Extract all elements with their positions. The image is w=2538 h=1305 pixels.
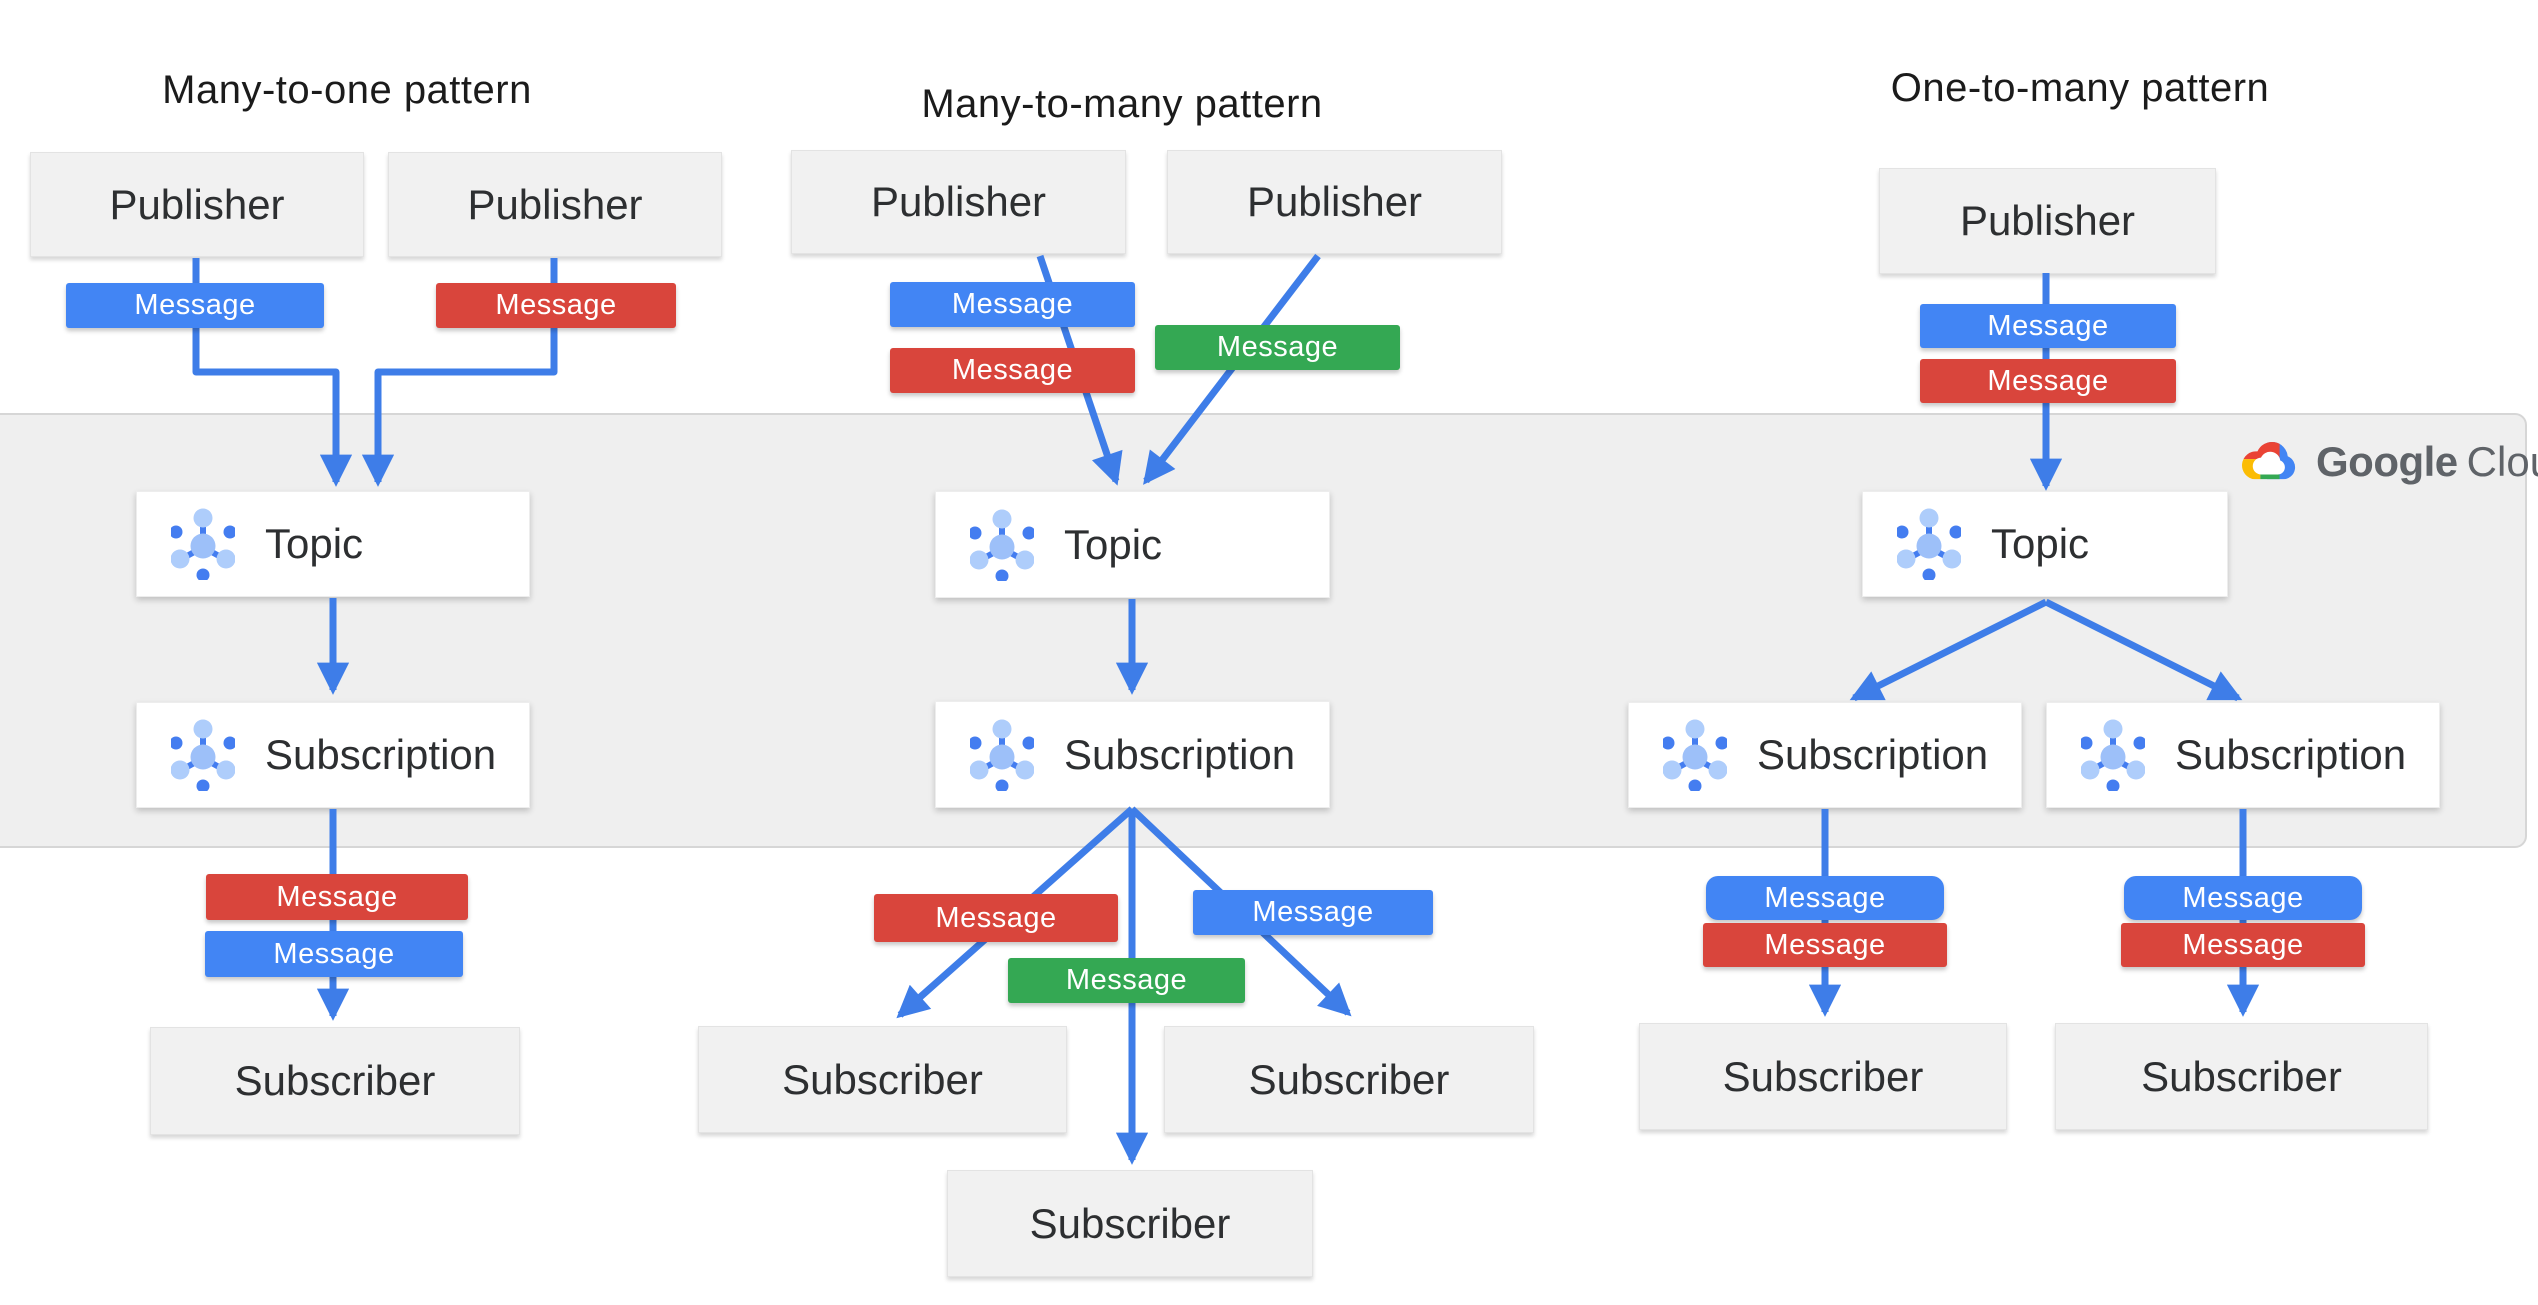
publisher-box: Publisher	[30, 152, 364, 257]
subscription-box: Subscription	[136, 702, 530, 808]
topic-label: Topic	[1991, 520, 2090, 567]
subscription-label: Subscription	[1757, 731, 1989, 778]
subscription-label: Subscription	[265, 731, 497, 778]
publisher-label: Publisher	[467, 180, 643, 228]
pubsub-subscription-icon	[970, 719, 1034, 791]
pubsub-topic-icon	[970, 509, 1034, 581]
topic-label: Topic	[265, 520, 364, 567]
pubsub-topic-icon	[171, 508, 235, 580]
message-badge-red: Message	[874, 894, 1118, 942]
subscription-box: Subscription	[1628, 702, 2022, 808]
topic-box: Topic	[136, 491, 530, 597]
subscriber-box: Subscriber	[698, 1026, 1067, 1133]
google-cloud-icon	[2242, 441, 2296, 480]
message-badge-green: Message	[1155, 325, 1400, 370]
message-badge-red: Message	[2121, 923, 2365, 967]
cloud-logo-text: Cloud	[2466, 438, 2538, 485]
subscriber-label: Subscriber	[1722, 1052, 1924, 1100]
pattern-title-many-to-many: Many-to-many pattern	[921, 82, 1323, 126]
message-badge-blue: Message	[205, 931, 463, 977]
message-badge-red: Message	[1920, 359, 2176, 403]
message-badge-green: Message	[1008, 958, 1245, 1003]
subscription-box: Subscription	[2046, 702, 2440, 808]
publisher-label: Publisher	[1246, 178, 1423, 225]
pubsub-subscription-icon	[2081, 719, 2145, 791]
message-badge-red: Message	[206, 874, 468, 920]
message-badge-blue: Message	[1920, 304, 2176, 348]
pattern-title-many-to-one: Many-to-one pattern	[162, 68, 532, 112]
subscriber-label: Subscriber	[1248, 1055, 1450, 1103]
subscriber-label: Subscriber	[2141, 1052, 2342, 1100]
pubsub-subscription-icon	[1663, 719, 1727, 791]
publisher-label: Publisher	[109, 180, 285, 228]
subscriber-label: Subscriber	[782, 1055, 983, 1103]
message-badge-red: Message	[436, 283, 676, 328]
subscriber-box: Subscriber	[947, 1170, 1313, 1277]
subscriber-box: Subscriber	[2055, 1023, 2428, 1130]
message-badge-blue: Message	[1706, 876, 1944, 920]
pubsub-topic-icon	[1897, 508, 1961, 580]
publisher-label: Publisher	[1959, 197, 2136, 244]
subscriber-label: Subscriber	[1029, 1199, 1231, 1247]
publisher-box: Publisher	[1879, 168, 2216, 274]
message-badge-blue: Message	[2124, 876, 2362, 920]
subscriber-box: Subscriber	[150, 1027, 520, 1135]
topic-box: Topic	[1862, 491, 2228, 597]
topic-box: Topic	[935, 491, 1330, 598]
pubsub-subscription-icon	[171, 719, 235, 791]
message-badge-blue: Message	[66, 283, 324, 328]
subscription-box: Subscription	[935, 701, 1330, 808]
message-badge-blue: Message	[1193, 890, 1433, 935]
subscriber-box: Subscriber	[1164, 1026, 1534, 1133]
message-badge-red: Message	[1703, 923, 1947, 967]
message-badge-blue: Message	[890, 282, 1135, 327]
publisher-label: Publisher	[870, 178, 1047, 225]
google-logo-text: Google	[2316, 438, 2458, 485]
subscription-label: Subscription	[2175, 731, 2407, 778]
google-cloud-logo: GoogleCloud	[2238, 434, 2538, 490]
subscriber-label: Subscriber	[234, 1057, 436, 1104]
publisher-box: Publisher	[1167, 150, 1502, 254]
topic-label: Topic	[1064, 520, 1163, 568]
publisher-box: Publisher	[791, 150, 1126, 254]
subscriber-box: Subscriber	[1639, 1023, 2007, 1130]
pattern-title-one-to-many: One-to-many pattern	[1890, 66, 2270, 110]
google-cloud-logo-text: GoogleCloud	[2316, 438, 2538, 486]
subscription-label: Subscription	[1064, 730, 1296, 778]
message-badge-red: Message	[890, 348, 1135, 393]
publisher-box: Publisher	[388, 152, 722, 257]
